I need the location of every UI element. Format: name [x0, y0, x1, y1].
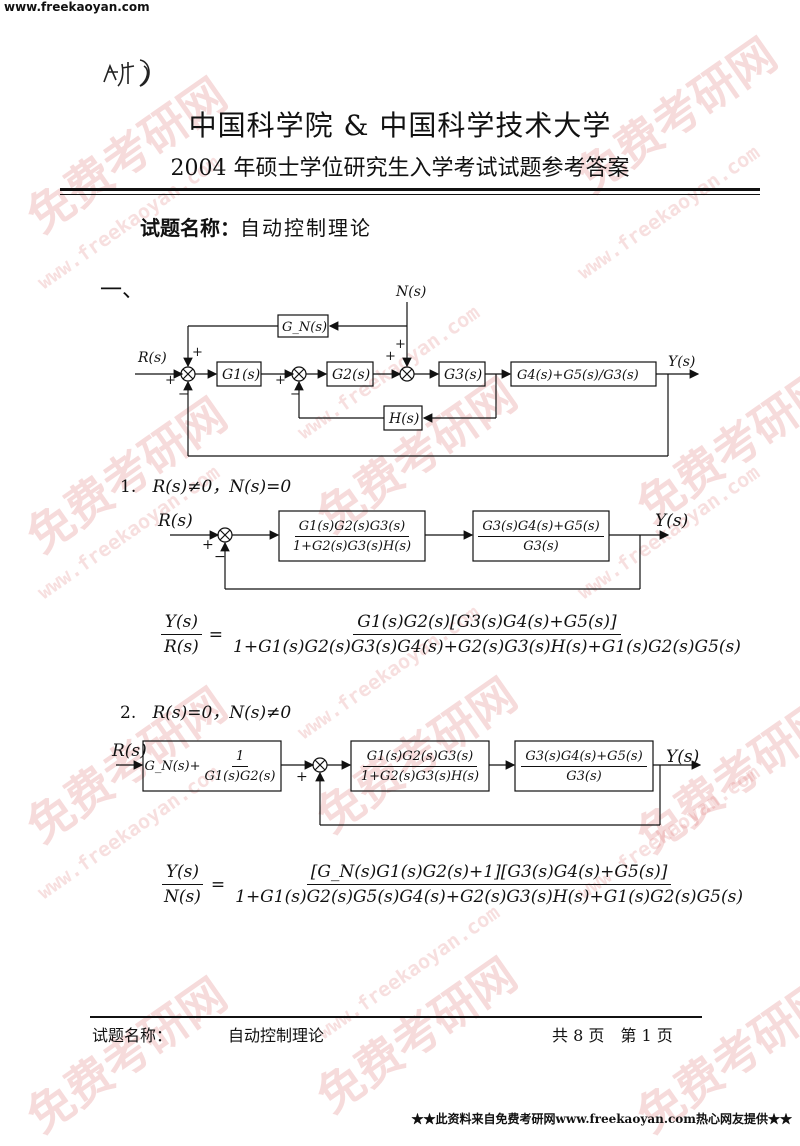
case2-R-label: R(s): [112, 741, 147, 761]
section-number: 一、: [100, 278, 145, 303]
block-G1: G1(s): [222, 367, 260, 383]
exam-title: 2004 年硕士学位研究生入学考试试题参考答案: [170, 156, 630, 181]
signal-Y-label: Y(s): [668, 354, 695, 370]
subject-label: 试题名称：: [140, 216, 240, 240]
case2-block2: G3(s)G4(s)+G5(s) G3(s): [521, 749, 647, 784]
svg-text:+: +: [165, 373, 176, 388]
block-G3: G3(s): [444, 367, 482, 383]
svg-text:+: +: [202, 537, 214, 553]
source-banner: ★★此资料来自免费考研网www.freekaoyan.com热心网友提供★★: [411, 1112, 792, 1126]
case2-transfer-function: Y(s) N(s) = [G_N(s)G1(s)G2(s)+1][G3(s)G4…: [160, 862, 747, 907]
subject-name: 自动控制理论: [240, 216, 372, 240]
case1-tf-rhs: G1(s)G2(s)[G3(s)G4(s)+G5(s)] 1+G1(s)G2(s…: [233, 612, 741, 657]
footer-page-info: 共 8 页 第 1 页: [552, 1026, 673, 1045]
case1-block1: G1(s)G2(s)G3(s) 1+G2(s)G3(s)H(s): [292, 518, 412, 554]
case1-tf-lhs: Y(s) R(s): [160, 612, 203, 657]
university-title: 中国科学院 & 中国科学技术大学: [188, 109, 612, 142]
signal-R-label: R(s): [137, 350, 167, 366]
case2-block1: G1(s)G2(s)G3(s) 1+G2(s)G3(s)H(s): [360, 748, 480, 784]
header-rule: [60, 188, 760, 191]
case2-label: 2.: [120, 703, 137, 723]
case1-block-diagram: +− R(s) Y(s) G1(s)G2(s)G3(s) 1+G2(s)G3(s…: [150, 505, 690, 600]
footer-rule: [90, 1016, 702, 1018]
watermark: 免费考研网: [17, 967, 237, 1144]
block-G2: G2(s): [332, 367, 370, 383]
case2-tf-lhs: Y(s) N(s): [160, 862, 205, 907]
svg-text:−: −: [214, 549, 226, 565]
svg-text:+: +: [275, 373, 286, 388]
subject-line: 试题名称：自动控制理论: [140, 212, 372, 241]
signal-N-label: N(s): [395, 284, 426, 300]
watermark-url: www.freekaoyan.com: [312, 900, 505, 1044]
case1-heading: 1. R(s)≠0，N(s)=0: [120, 472, 291, 497]
case2-tf-rhs: [G_N(s)G1(s)G2(s)+1][G3(s)G4(s)+G5(s)] 1…: [235, 862, 743, 907]
svg-text:+: +: [296, 769, 308, 785]
case2-block0: G_N(s)+ 1 G1(s)G2(s): [144, 748, 276, 784]
header-rule-thin: [60, 194, 760, 195]
svg-text:−: −: [290, 387, 301, 402]
svg-text:−: −: [178, 387, 189, 402]
footer-subject-name: 自动控制理论: [228, 1026, 325, 1045]
case2-heading: 2. R(s)=0，N(s)≠0: [120, 698, 291, 723]
case1-block2: G3(s)G4(s)+G5(s) G3(s): [478, 519, 604, 554]
case1-transfer-function: Y(s) R(s) = G1(s)G2(s)[G3(s)G4(s)+G5(s)]…: [160, 612, 745, 657]
svg-text:+: +: [192, 345, 203, 360]
case1-condition: R(s)≠0，N(s)=0: [152, 477, 292, 497]
case2-Y-label: Y(s): [666, 747, 700, 767]
handwritten-signature: [103, 59, 150, 87]
case1-R-label: R(s): [158, 511, 193, 531]
block-H: H(s): [388, 411, 419, 427]
block-G45: G4(s)+G5(s)/G3(s): [517, 368, 639, 383]
block-GN: G_N(s): [282, 320, 327, 335]
svg-text:+: +: [385, 349, 396, 364]
main-block-diagram: N(s) R(s) Y(s) G_N(s) G1(s) G2(s) G3(s) …: [135, 284, 700, 457]
svg-text:+: +: [395, 337, 406, 352]
site-url: www.freekaoyan.com: [4, 0, 150, 14]
watermark: 免费考研网: [307, 947, 527, 1124]
footer-subject-label: 试题名称：: [92, 1026, 173, 1045]
case2-block-diagram: + R(s) Y(s) G_N(s)+ 1 G1(s)G2(s) G1(s)G2…: [110, 735, 710, 835]
case1-label: 1.: [120, 477, 137, 497]
case1-Y-label: Y(s): [655, 511, 689, 531]
case2-condition: R(s)=0，N(s)≠0: [152, 703, 292, 723]
